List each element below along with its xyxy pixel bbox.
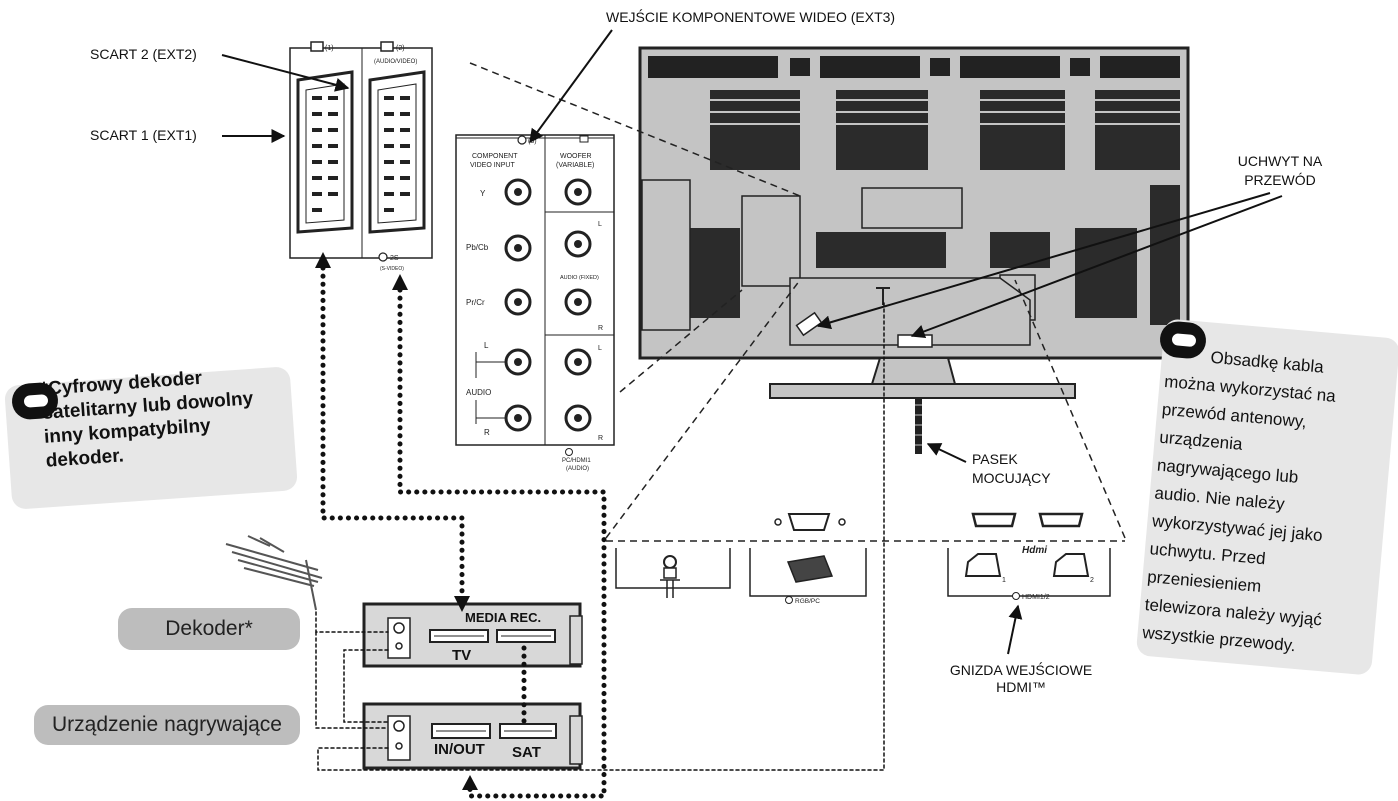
tv-port-label: TV [452,647,472,664]
scart1-label: SCART 1 (EXT1) [90,127,197,143]
tv-back-panel [638,46,1190,360]
pointer-arrows [221,29,1283,655]
rca-jack-icon [504,178,592,432]
component-panel: (3) COMPONENT VIDEO INPUT WOOFER (VARIAB… [455,134,615,472]
recorder-pill: Urządzenie nagrywające [34,705,300,745]
cable-holder-label: UCHWYT NA PRZEWÓD [1237,153,1323,188]
aerial-plug-icon [660,555,680,598]
audio-fixed-label: AUDIO (FIXED) [560,275,599,281]
svideo-port-label: 2S [390,255,399,262]
component-sub1: COMPONENT [472,153,518,160]
strap-label: PASEK MOCUJĄCY [972,451,1051,486]
audio-l-label: L [484,341,489,350]
rgbpc-label: RGB/PC [795,598,820,605]
hdmi12-label: HDMI1/2 [1022,594,1050,601]
pc-hdmi-label: PC/HDMI1 [562,458,591,464]
scart-connector-icon [296,70,354,234]
fixed-l-label: L [598,221,602,228]
hdmi1-label: 1 [1002,577,1006,584]
woofer-sub: (VARIABLE) [556,162,594,169]
y-label: Y [480,189,486,198]
audio-r-label: R [484,428,490,437]
decoder-device [362,602,583,668]
sat-port-label: SAT [512,744,541,761]
scart2-sub-label: (AUDIO/VIDEO) [374,59,417,65]
decoder-note-text: *Cyfrowy dekoder satelitarny lub dowolny… [40,367,254,472]
pr-label: Pr/Cr [466,298,485,307]
in-out-port-label: IN/OUT [434,741,485,758]
pc-hdmi-sub: (AUDIO) [566,466,589,472]
cable-lines [315,265,885,799]
audio-label: AUDIO [466,388,491,397]
component-sub2: VIDEO INPUT [470,162,515,169]
scart2-port-label: (2) [396,45,405,52]
scart2-label: SCART 2 (EXT2) [90,46,197,62]
decoder-pill: Dekoder* [118,608,300,650]
antenna-icon [225,535,323,611]
fixed-r-label: R [598,325,603,332]
bottom-connector-panel: RGB/PC Hdmi HDMI1/2 1 2 [615,512,1111,605]
hdmi-port-icon [964,512,1090,600]
hdmi-inputs-label: GNIZDA WEJŚCIOWE HDMI™ [949,662,1093,695]
pb-label: Pb/Cb [466,243,489,252]
vga-port-icon [774,513,846,604]
component-video-label: WEJŚCIE KOMPONENTOWE WIDEO (EXT3) [606,9,896,25]
woofer-label: WOOFER [560,153,592,160]
hdmi-logo: Hdmi [1022,545,1047,556]
scart1-port-label: (1) [325,45,334,52]
pc-l-label: L [598,345,602,352]
recorder-device [362,702,583,770]
pc-r-label: R [598,435,603,442]
zoom-lines [469,62,1126,542]
hdmi2-label: 2 [1090,577,1094,584]
scart-panel: (1) (2) (AUDIO/VIDEO) 2S (S-VIDEO) [289,41,433,272]
scart-connector-icon [368,70,426,234]
media-rec-label: MEDIA REC. [465,610,542,625]
tv-stand [769,357,1076,454]
svideo-sub-label: (S-VIDEO) [380,266,404,272]
